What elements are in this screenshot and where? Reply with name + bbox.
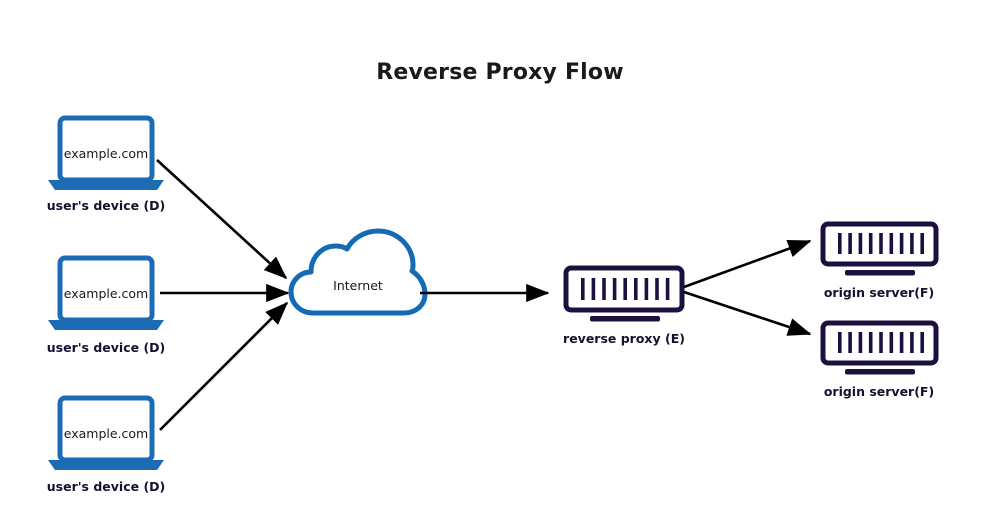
arrow-proxy-to-origin2: [683, 290, 812, 336]
server-icon: [563, 265, 685, 322]
client-label: user's device (D): [46, 479, 166, 494]
cloud-icon: [288, 228, 428, 316]
client-screen-text: example.com: [63, 426, 149, 441]
client-screen-text: example.com: [63, 286, 149, 301]
arrow-client3-to-cloud: [159, 301, 289, 431]
origin-label: origin server(F): [823, 285, 935, 300]
origin-label: origin server(F): [823, 384, 935, 399]
page-title: Reverse Proxy Flow: [376, 60, 624, 85]
server-icon: [820, 221, 939, 276]
arrow-client1-to-cloud: [156, 159, 288, 280]
client-label: user's device (D): [46, 340, 166, 355]
proxy-label: reverse proxy (E): [563, 331, 685, 346]
laptop-icon: [48, 115, 164, 190]
cloud-label: Internet: [333, 278, 383, 293]
client-label: user's device (D): [46, 198, 166, 213]
laptop-icon: [48, 255, 164, 330]
client-screen-text: example.com: [63, 146, 149, 161]
server-icon: [820, 320, 939, 375]
laptop-icon: [48, 395, 164, 470]
arrow-proxy-to-origin1: [683, 239, 812, 289]
